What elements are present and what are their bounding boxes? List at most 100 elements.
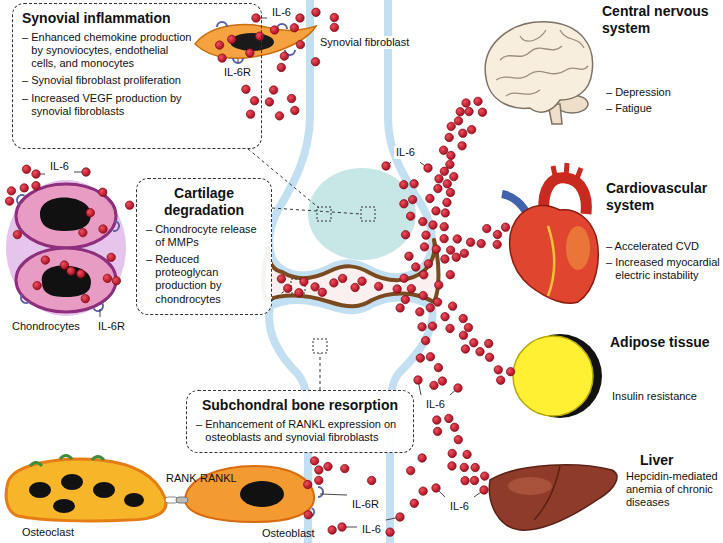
il6-dot	[386, 528, 394, 536]
il6-dot	[330, 13, 338, 21]
liver-illustration-part	[508, 477, 552, 495]
effect-box: Cartilage degradation – Chondrocyte relea…	[136, 178, 272, 315]
receptor-label: IL-6R	[96, 320, 127, 333]
effect-box: Subchondral bone resorption– Enhancement…	[186, 390, 414, 453]
il6-dot	[311, 283, 319, 291]
il6-dot	[304, 511, 312, 519]
osteoclast	[6, 456, 178, 521]
il6-dot	[459, 314, 467, 322]
synovial-fibroblast-part	[230, 33, 274, 51]
chondrocytes-part	[14, 192, 121, 314]
adipose-illustration	[513, 334, 602, 418]
il6-dot	[400, 274, 408, 282]
il6-dot	[416, 354, 424, 362]
il6-dot	[440, 223, 448, 231]
il6-dot	[77, 270, 85, 278]
il6-dot	[433, 427, 441, 435]
joint-capsule	[263, 240, 438, 306]
il6-dot	[270, 26, 278, 34]
il6-dot	[7, 187, 15, 195]
il6-dot	[246, 110, 254, 118]
il6-dot	[441, 209, 449, 217]
il6-dot	[461, 345, 469, 353]
heart-illustration-part	[553, 163, 581, 181]
effect-item: – Chondrocyte release of MMPs	[146, 223, 262, 249]
il6-dot	[447, 122, 455, 130]
il6-dot	[341, 464, 349, 472]
il6-dot	[5, 197, 13, 205]
heart-illustration-part	[548, 226, 554, 296]
il6-dot	[421, 336, 429, 344]
osteoclast-part	[30, 456, 104, 467]
il6-dot	[112, 277, 120, 285]
il6-dot	[280, 52, 288, 60]
il6-dot	[435, 281, 443, 289]
il6-dot	[478, 108, 486, 116]
effect-item: – Increased myocardial electric instabil…	[606, 256, 723, 282]
leader-line	[100, 309, 101, 317]
il6-dot	[441, 255, 449, 263]
il6-dot	[250, 97, 258, 105]
il6-dot	[416, 308, 424, 316]
heart-illustration-part	[510, 205, 599, 303]
il6-dot	[330, 23, 338, 31]
il6-dot	[494, 366, 502, 374]
il6-dot	[406, 212, 414, 220]
il6-dot	[103, 274, 111, 282]
il6-dot	[440, 167, 448, 175]
cell-label: Osteoclast	[22, 526, 74, 539]
il6-dot	[445, 414, 453, 422]
osteoclast-part	[29, 474, 144, 513]
il6-dot	[462, 99, 470, 107]
il6-dot	[446, 324, 454, 332]
box-heading: Cartilage degradation	[146, 185, 262, 219]
il6-dot	[422, 231, 430, 239]
il6-dot	[324, 462, 332, 470]
il6-dot	[439, 146, 447, 154]
organ-heading: Central nervous system	[602, 3, 714, 37]
il6-dot	[429, 221, 437, 229]
il6-dot	[471, 463, 479, 471]
il6-dot	[310, 457, 318, 465]
il6-dot	[466, 238, 474, 246]
il6-dot	[33, 281, 41, 289]
box-heading: Synovial inflammation	[22, 10, 252, 27]
il6-dot	[484, 339, 492, 347]
il6-dot	[426, 194, 434, 202]
il6-dot	[430, 381, 438, 389]
il6-dot	[428, 322, 436, 330]
ligand-label: RANKL	[200, 472, 237, 485]
il6-dot	[476, 347, 484, 355]
il6-dot	[470, 339, 478, 347]
il6-dot	[459, 129, 467, 137]
il6-dot	[287, 94, 295, 102]
il6-dot	[396, 304, 404, 312]
osteoblast-part	[185, 466, 314, 522]
articular-cartilage	[308, 168, 416, 260]
osteoblast-part-part	[318, 486, 324, 498]
il6-dot	[60, 261, 68, 269]
cell-label: Synovial fibroblast	[318, 36, 411, 49]
effect-item: – Synovial fibroblast proliferation	[22, 74, 196, 87]
il6-dot	[463, 450, 471, 458]
il6-dot	[328, 526, 336, 534]
il6-dot	[440, 234, 448, 242]
cytokine-label: IL-6	[48, 160, 71, 173]
osteoblast-part	[176, 497, 188, 503]
osteoblast-part	[240, 481, 284, 507]
il6-dot	[450, 423, 458, 431]
il6-dot	[20, 184, 28, 192]
il6-dot	[382, 162, 390, 170]
il6-dot	[464, 323, 472, 331]
il6-dot	[433, 416, 441, 424]
cytokine-label: IL-6	[424, 398, 447, 411]
il6-dot	[401, 231, 409, 239]
il6-dot	[435, 175, 443, 183]
il6-dot	[284, 284, 292, 292]
il6-dot	[228, 35, 236, 43]
il6-dot	[99, 188, 107, 196]
effect-item: – Enhanced chemokine production by synov…	[22, 31, 196, 71]
liver-illustration	[489, 465, 617, 530]
synovial-fibroblast-part	[216, 21, 296, 64]
